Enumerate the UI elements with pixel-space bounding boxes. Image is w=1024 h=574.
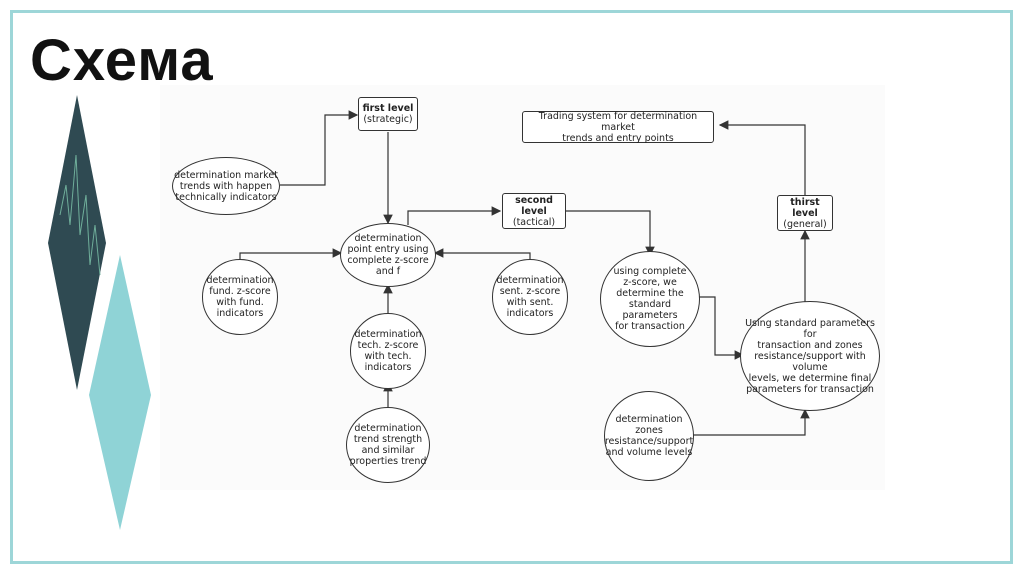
- standard-params-label: using complete z-score, we determine the…: [613, 266, 687, 332]
- market-trends-label: determination market trends with happen …: [174, 169, 278, 203]
- zones-label: determination zones resistance/support a…: [604, 414, 694, 458]
- connector-entry-to-second: [407, 206, 502, 225]
- decorative-diamonds: [48, 95, 151, 530]
- zones-node: determination zones resistance/support a…: [604, 391, 694, 481]
- slide-title: Схема: [30, 28, 214, 93]
- trading-system-label: Trading system for determination market …: [538, 110, 698, 144]
- third-level-box: thirst level(general): [777, 195, 833, 231]
- entry-point-label: determination point entry using complete…: [347, 233, 429, 277]
- connector-trends-to-first: [280, 110, 359, 186]
- slide-frame: [10, 10, 1013, 564]
- entry-point-node: determination point entry using complete…: [340, 223, 436, 287]
- trend-strength-label: determination trend strength and similar…: [349, 423, 427, 467]
- tech-zscore-label: determination tech. z-score with tech. i…: [354, 329, 422, 373]
- second-level-title: second level: [515, 194, 553, 217]
- third-level-sub: (general): [783, 218, 827, 230]
- connector-third-to-system: [718, 120, 806, 195]
- sent-zscore-label: determination sent. z-score with sent. i…: [496, 275, 564, 319]
- second-level-sub: (tactical): [512, 216, 556, 228]
- connector-second-to-standard: [565, 210, 655, 257]
- first-level-sub: (strategic): [363, 114, 413, 125]
- fund-zscore-label: determination fund. z-score with fund. i…: [206, 275, 274, 319]
- diamond-chart-line: [59, 154, 101, 276]
- first-level-title: first level: [362, 103, 414, 114]
- second-level-box: second level(tactical): [502, 193, 566, 229]
- market-trends-node: determination market trends with happen …: [172, 157, 280, 215]
- connector-standard-to-final: [698, 296, 745, 360]
- standard-params-node: using complete z-score, we determine the…: [600, 251, 700, 347]
- trading-system-box: Trading system for determination market …: [522, 110, 714, 144]
- third-level-title: thirst level: [790, 196, 820, 219]
- first-level-box: first level(strategic): [358, 97, 418, 131]
- final-params-node: Using standard parameters for transactio…: [740, 301, 880, 411]
- final-params-label: Using standard parameters for transactio…: [745, 317, 875, 395]
- trend-strength-node: determination trend strength and similar…: [346, 407, 430, 483]
- connector-zones-to-final: [690, 408, 810, 436]
- flow-diagram: first level(strategic) second level(tact…: [160, 85, 885, 490]
- sent-zscore-node: determination sent. z-score with sent. i…: [492, 259, 568, 335]
- dark-diamond-shape: [48, 95, 106, 390]
- fund-zscore-node: determination fund. z-score with fund. i…: [202, 259, 278, 335]
- tech-zscore-node: determination tech. z-score with tech. i…: [350, 313, 426, 389]
- teal-diamond-shape: [89, 255, 151, 530]
